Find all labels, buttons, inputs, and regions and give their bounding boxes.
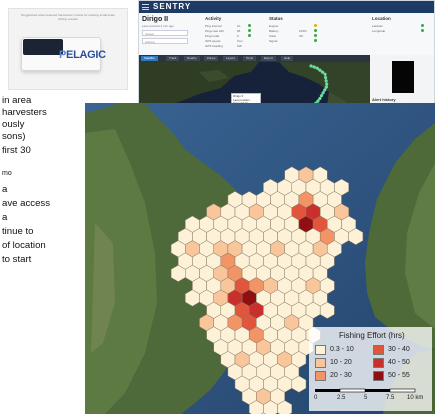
activity-row: Ping interval (205, 24, 222, 28)
device-photo: Ruggedized solar-powered transceiver mod… (8, 8, 128, 90)
scale-tick: 5 (364, 395, 368, 401)
status-row: Signal (269, 39, 278, 43)
activity-row: GPS speed (205, 39, 221, 43)
status-dot (248, 34, 251, 37)
scale-bar (315, 388, 416, 393)
activity-row: GPS heading (205, 44, 223, 48)
activity-row: Pings total (205, 34, 220, 38)
text-line: in area (2, 95, 32, 106)
legend-label: 30 - 40 (388, 346, 410, 353)
text-line: to start (2, 254, 32, 265)
legend-swatch (373, 358, 384, 368)
vessel-info-bar: Dirigo II Last received 2 min ago Vessel… (139, 13, 434, 56)
status-row: Battery (269, 29, 279, 33)
text-line: a (2, 212, 8, 223)
scale-tick: 10 km (407, 395, 424, 401)
vessel-photo (392, 61, 414, 93)
text-line: mo (2, 170, 12, 177)
popup-line: Last position (233, 97, 250, 102)
scale-tick: 2.5 (337, 395, 346, 401)
menu-icon[interactable] (142, 4, 149, 10)
status-dot (421, 24, 424, 27)
text-line: first 30 (2, 145, 31, 156)
text-line: harvesters (2, 107, 47, 118)
legend-label: 0.3 - 10 (330, 346, 354, 353)
map-tab[interactable]: Satellite (141, 56, 158, 61)
popup-line: Dirigo II (233, 94, 244, 98)
status-dot (314, 24, 317, 27)
legend-label: 40 - 50 (388, 359, 410, 366)
map-tab[interactable]: Export (261, 56, 276, 61)
legend-label: 10 - 20 (330, 359, 352, 366)
scale-tick: 0 (314, 395, 318, 401)
activity-value: 10 (237, 24, 241, 28)
legend-title: Fishing Effort (hrs) (339, 331, 405, 340)
status-dot (314, 39, 317, 42)
fishing-effort-legend: Fishing Effort (hrs) 0.3 - 10 10 - 20 20… (309, 327, 432, 411)
pelagic-logo: PELAGIC (59, 49, 106, 61)
text-line: of location (2, 240, 46, 251)
vessel-subtitle: Last received 2 min ago (142, 24, 174, 28)
effort-hex (291, 375, 307, 393)
status-dot (314, 34, 317, 37)
app-brand: SENTRY (153, 2, 192, 11)
location-row: Longitude (372, 29, 386, 33)
map-tab[interactable]: Layers (223, 56, 239, 61)
solar-panel (23, 39, 63, 55)
text-line: sons) (2, 131, 26, 142)
status-dot (248, 29, 251, 32)
effort-hex-grid (170, 166, 364, 414)
text-line: a (2, 184, 8, 195)
activity-row: Pings last 24h (205, 29, 224, 33)
map-tab[interactable]: Help (281, 56, 294, 61)
legend-label: 20 - 30 (330, 372, 352, 379)
status-value: OK (299, 34, 304, 38)
status-value: 100% (299, 29, 307, 33)
text-line: ave access (2, 198, 50, 209)
scale-tick: 7.5 (386, 395, 395, 401)
text-line: ously (2, 119, 25, 130)
vessel-name: Dirigo II (142, 16, 169, 23)
map-tab[interactable]: Nearby (184, 56, 200, 61)
location-heading: Location (372, 16, 391, 21)
activity-heading: Activity (205, 16, 222, 21)
legend-swatch (315, 358, 326, 368)
map-tab[interactable]: Zones (204, 56, 219, 61)
status-dot (314, 29, 317, 32)
activity-value: 5 (237, 34, 239, 38)
text-line: tinue to (2, 226, 34, 237)
status-row: Solar (269, 34, 277, 38)
status-dot (421, 29, 424, 32)
map-toolbar: Satellite Track Nearby Zones Layers Tool… (139, 55, 370, 62)
legend-swatch (315, 345, 326, 355)
vessel-select[interactable]: Vessel (142, 30, 188, 36)
effort-hex (319, 301, 335, 319)
legend-swatch (373, 345, 384, 355)
legend-label: 50 - 55 (388, 372, 410, 379)
effort-hex (277, 400, 293, 414)
actions-select[interactable]: Actions (142, 38, 188, 44)
location-row: Latitude (372, 24, 383, 28)
map-tab[interactable]: Track (166, 56, 180, 61)
status-heading: Status (269, 16, 283, 21)
activity-value: 96 (237, 29, 241, 33)
fishing-map-svg (85, 103, 435, 414)
activity-value: 0 kn (237, 39, 243, 43)
status-dot (248, 24, 251, 27)
status-row: Engine (269, 24, 279, 28)
legend-swatch (315, 371, 326, 381)
map-tab[interactable]: Tools (243, 56, 257, 61)
app-topbar: SENTRY (139, 1, 434, 13)
device-caption: Ruggedized solar-powered transceiver mod… (21, 13, 115, 21)
alert-history-title: Alert history (372, 97, 396, 102)
activity-value: SW (237, 44, 242, 48)
effort-hex (348, 228, 364, 245)
legend-swatch (373, 371, 384, 381)
